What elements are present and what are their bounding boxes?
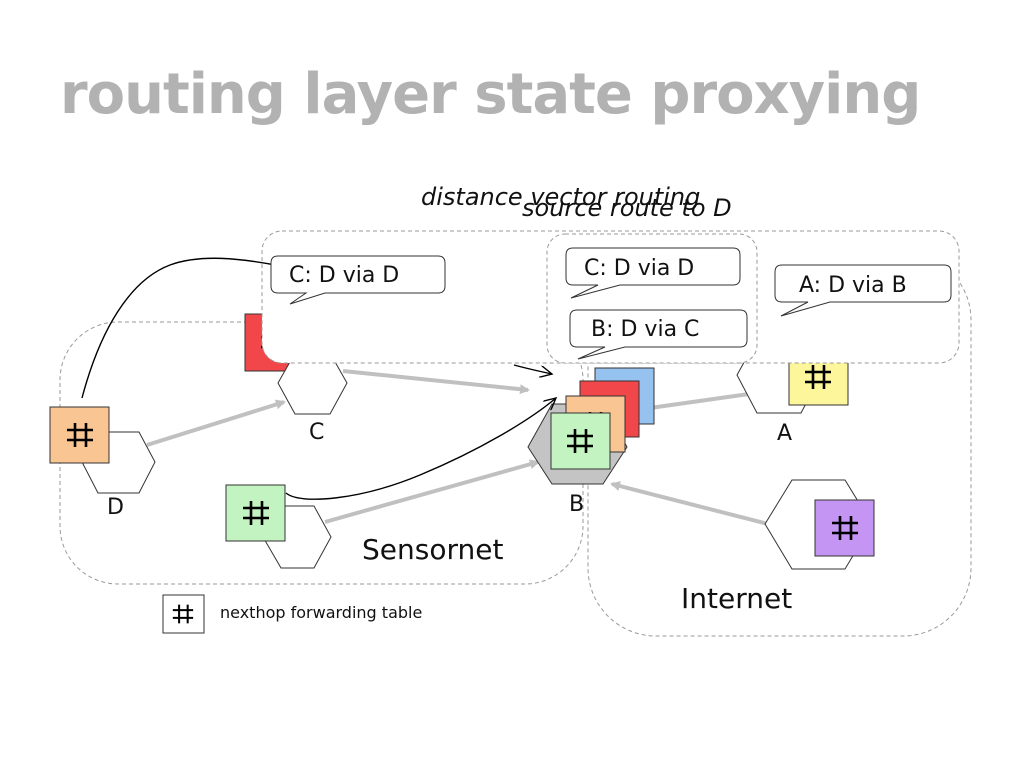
bubble-c-via-d-left-text: C: D via D xyxy=(289,263,400,288)
internet-node-table-icon xyxy=(814,499,875,557)
sensornet-label: Sensornet xyxy=(362,533,504,566)
bubble-c-via-d-left xyxy=(270,255,446,305)
legend-label: nexthop forwarding table xyxy=(220,603,423,622)
bubble-a-via-b-text: A: D via B xyxy=(799,273,907,298)
bubble-a-via-b xyxy=(774,264,952,317)
link-sensor-to-b xyxy=(324,459,540,524)
link-c-to-b xyxy=(342,369,530,395)
node-d-table-icon xyxy=(49,406,110,464)
link-d-to-c xyxy=(146,399,286,447)
bubble-c-via-d-right-text: C: D via D xyxy=(584,256,695,281)
curve-into-b xyxy=(513,364,552,374)
node-b-label: B xyxy=(569,492,585,517)
node-d-label: D xyxy=(107,495,124,520)
link-internet-to-b xyxy=(610,481,769,526)
legend-hash-icon xyxy=(162,594,205,634)
bubble-b-via-c xyxy=(569,309,748,360)
node-a-label: A xyxy=(777,421,793,446)
link-a-to-b xyxy=(649,391,757,410)
page-title: routing layer state proxying xyxy=(60,62,921,127)
node-c-label: C xyxy=(309,420,325,445)
bubble-c-via-d-right xyxy=(565,247,741,299)
internet-label: Internet xyxy=(681,582,793,615)
distance-vector-caption: distance vector routing xyxy=(421,183,701,211)
sensor-node-table-icon xyxy=(225,484,286,542)
curve-d-to-top xyxy=(81,257,281,399)
source-route-caption: source route to D xyxy=(522,194,732,222)
curve-sensor-to-b xyxy=(285,398,556,500)
bubble-b-via-c-text: B: D via C xyxy=(591,317,700,342)
node-b-table-stack xyxy=(550,367,655,470)
